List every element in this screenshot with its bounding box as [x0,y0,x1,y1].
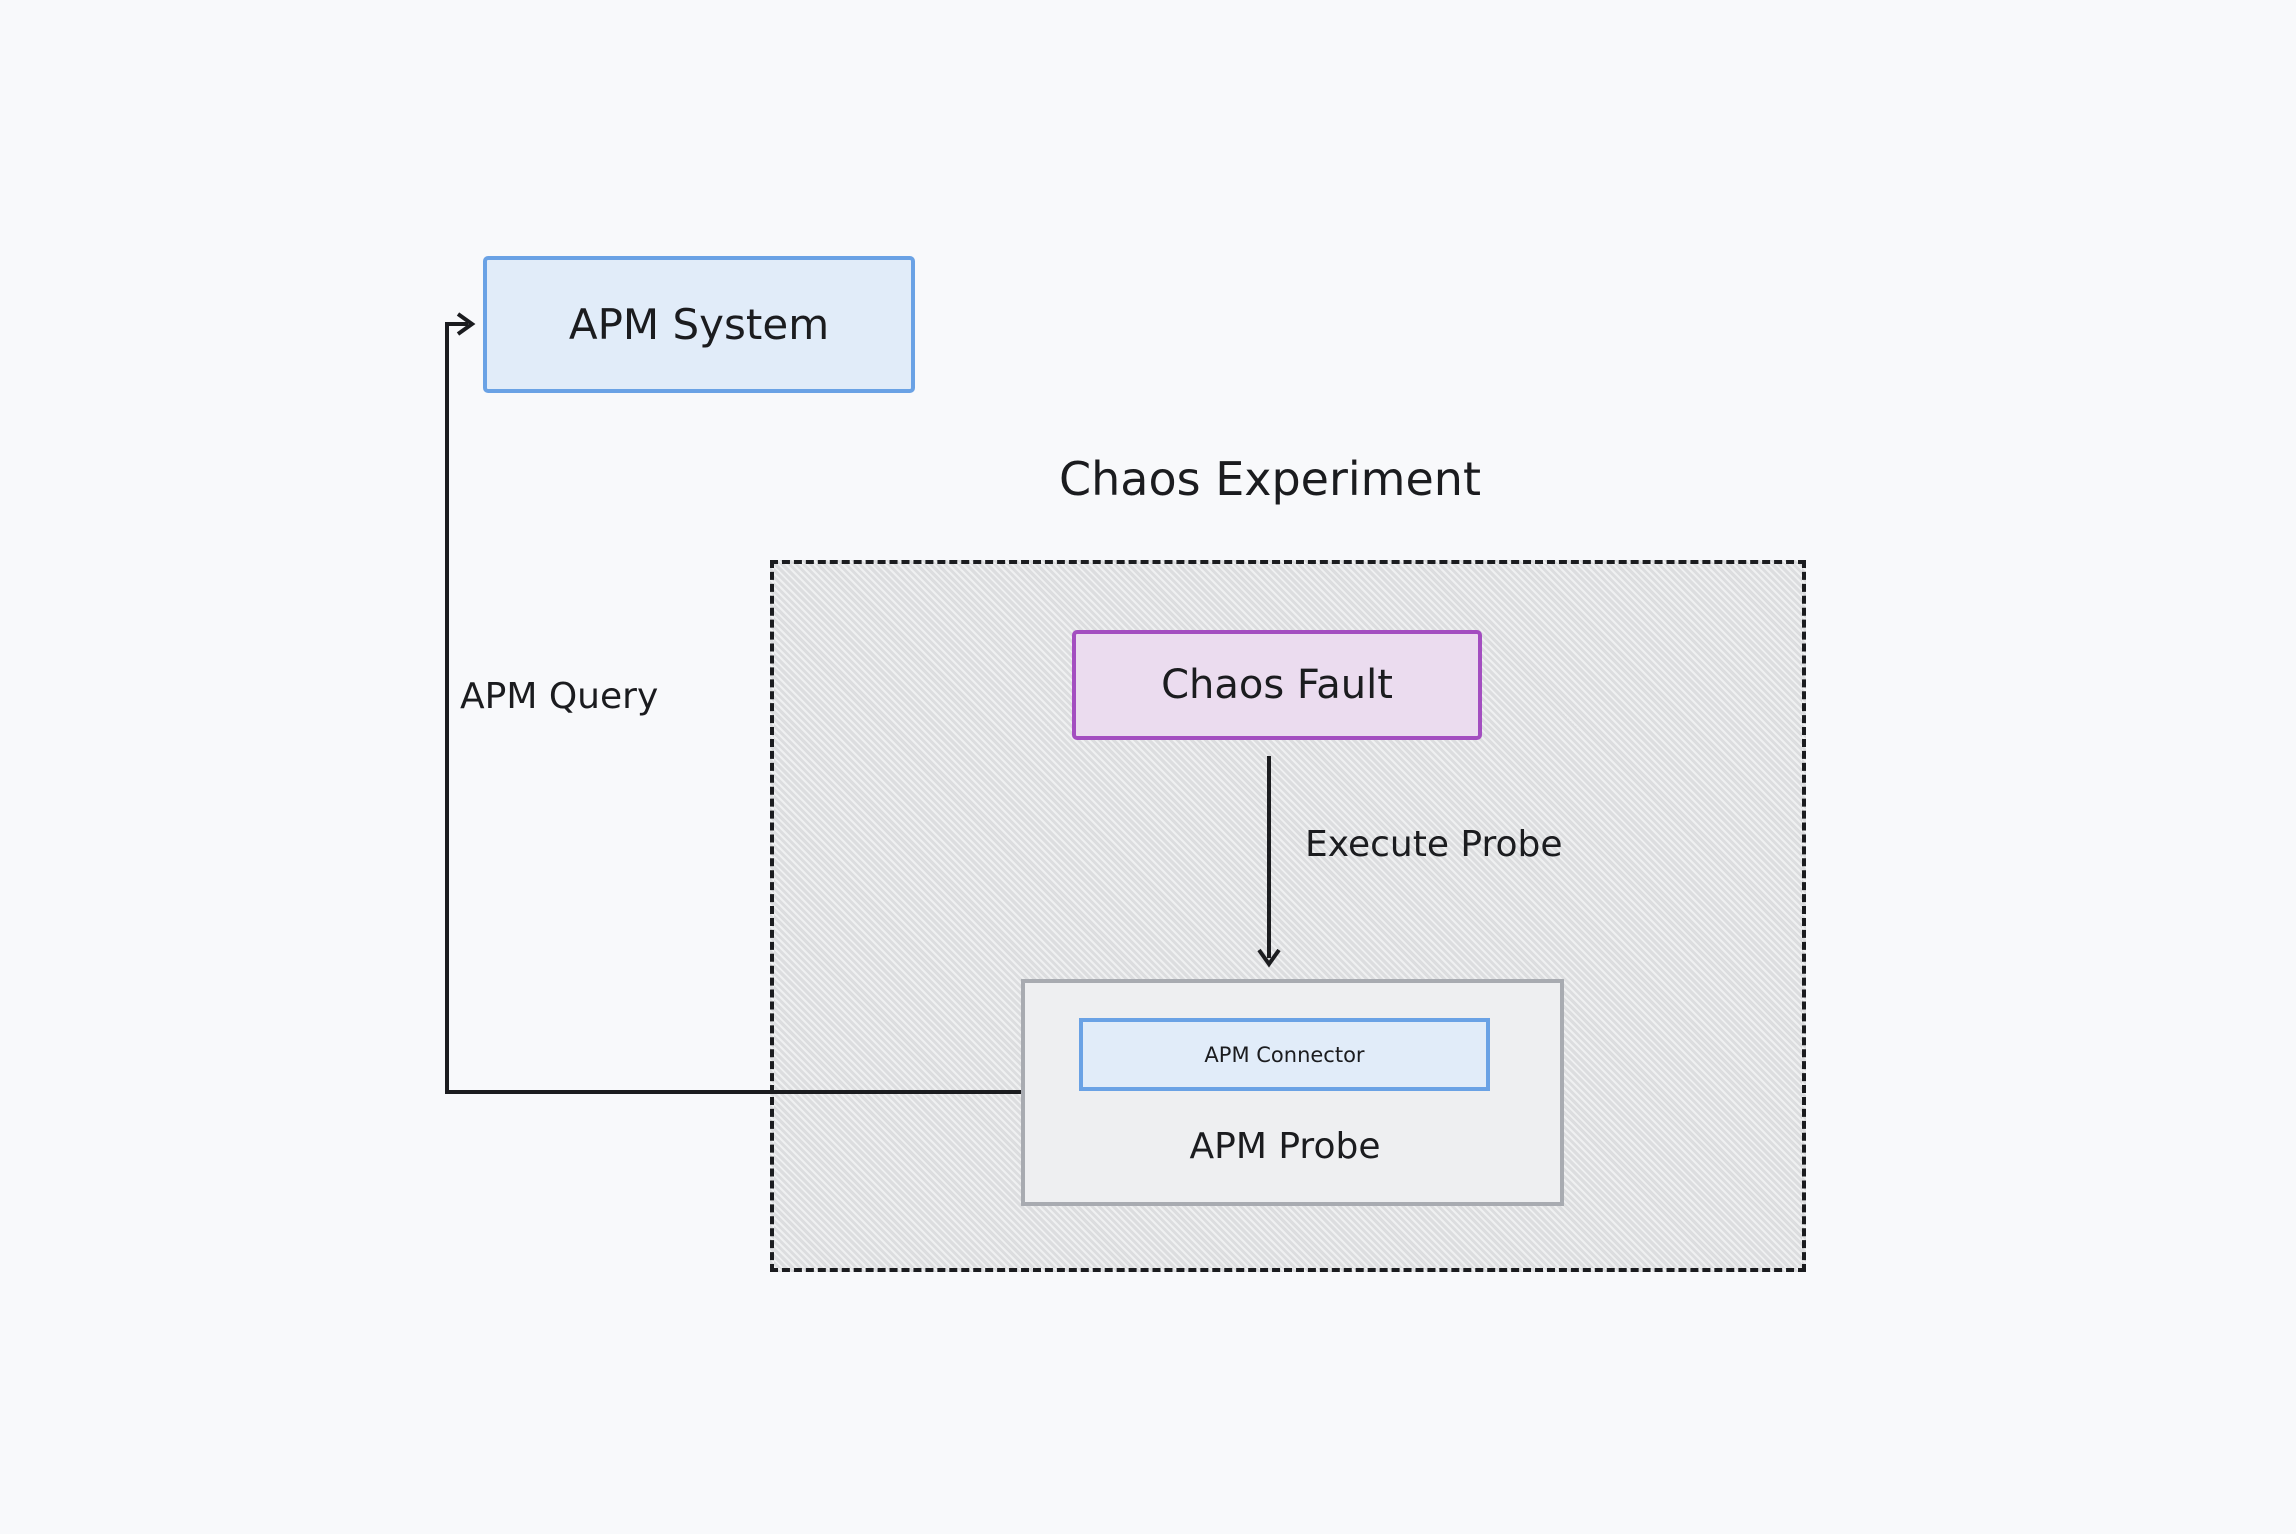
chaos-experiment-title: Chaos Experiment [1059,452,1481,506]
apm-system-node: APM System [483,256,915,393]
apm-connector-node: APM Connector [1079,1018,1490,1091]
execute-probe-edge-label: Execute Probe [1305,824,1563,865]
apm-query-arrowhead [456,312,476,336]
apm-query-edge-label: APM Query [460,676,659,717]
apm-system-label: APM System [568,300,830,349]
apm-connector-label: APM Connector [1204,1042,1365,1067]
execute-probe-arrowhead [1257,948,1281,968]
apm-probe-node [1021,979,1564,1206]
apm-probe-label: APM Probe [1189,1126,1381,1167]
apm-query-arrow-line [445,322,1021,1094]
chaos-fault-node: Chaos Fault [1072,630,1482,740]
chaos-fault-label: Chaos Fault [1161,662,1393,708]
